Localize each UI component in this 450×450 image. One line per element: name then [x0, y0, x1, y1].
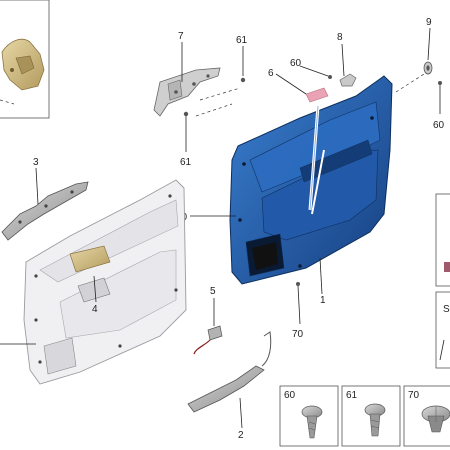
callout-4: 4 — [92, 304, 98, 315]
switch-module-part-4 — [77, 277, 111, 303]
callout-5: 5 — [210, 286, 216, 297]
fastener-box-60: 60 — [279, 385, 339, 447]
blue-door-trim-panel-part-1 — [229, 75, 393, 285]
clip-part-8 — [339, 73, 357, 87]
harness-part-3 — [1, 181, 89, 241]
callout-70: 70 — [292, 329, 304, 340]
callout-9: 9 — [426, 17, 432, 28]
callout-61-upper: 61 — [236, 35, 248, 46]
fastener-label-60: 60 — [284, 390, 296, 401]
callout-6: 6 — [268, 68, 274, 79]
fastener-label-70: 70 — [408, 390, 420, 401]
callout-8: 8 — [337, 32, 343, 43]
screw-61-upper — [240, 46, 246, 83]
screw-70 — [296, 282, 301, 325]
label-part-6 — [305, 87, 329, 103]
inset-box-top-left — [0, 0, 50, 119]
screw-60-top — [299, 65, 332, 79]
fastener-box-70: 70 — [403, 385, 450, 447]
cap-part-9 — [423, 61, 433, 75]
callout-61-lower: 61 — [180, 157, 192, 168]
screw-61-lower — [183, 111, 189, 152]
side-inset-box-lower: S — [435, 291, 450, 369]
screw-60-right — [438, 81, 442, 114]
handle-insert-beige — [69, 245, 111, 273]
fastener-box-61: 61 — [341, 385, 401, 447]
callout-1: 1 — [320, 295, 326, 306]
callout-3: 3 — [33, 157, 39, 168]
connector-part-5 — [193, 325, 223, 355]
callout-60-top: 60 — [290, 58, 302, 69]
bracket-part-7 — [153, 67, 221, 117]
side-inset-box-upper — [435, 193, 450, 287]
callout-7: 7 — [178, 31, 184, 42]
side-panel-label: S — [443, 304, 450, 315]
callout-2: 2 — [238, 430, 244, 441]
callout-60-right: 60 — [433, 120, 445, 131]
fastener-label-61: 61 — [346, 390, 358, 401]
light-strip-part-2 — [187, 331, 272, 413]
